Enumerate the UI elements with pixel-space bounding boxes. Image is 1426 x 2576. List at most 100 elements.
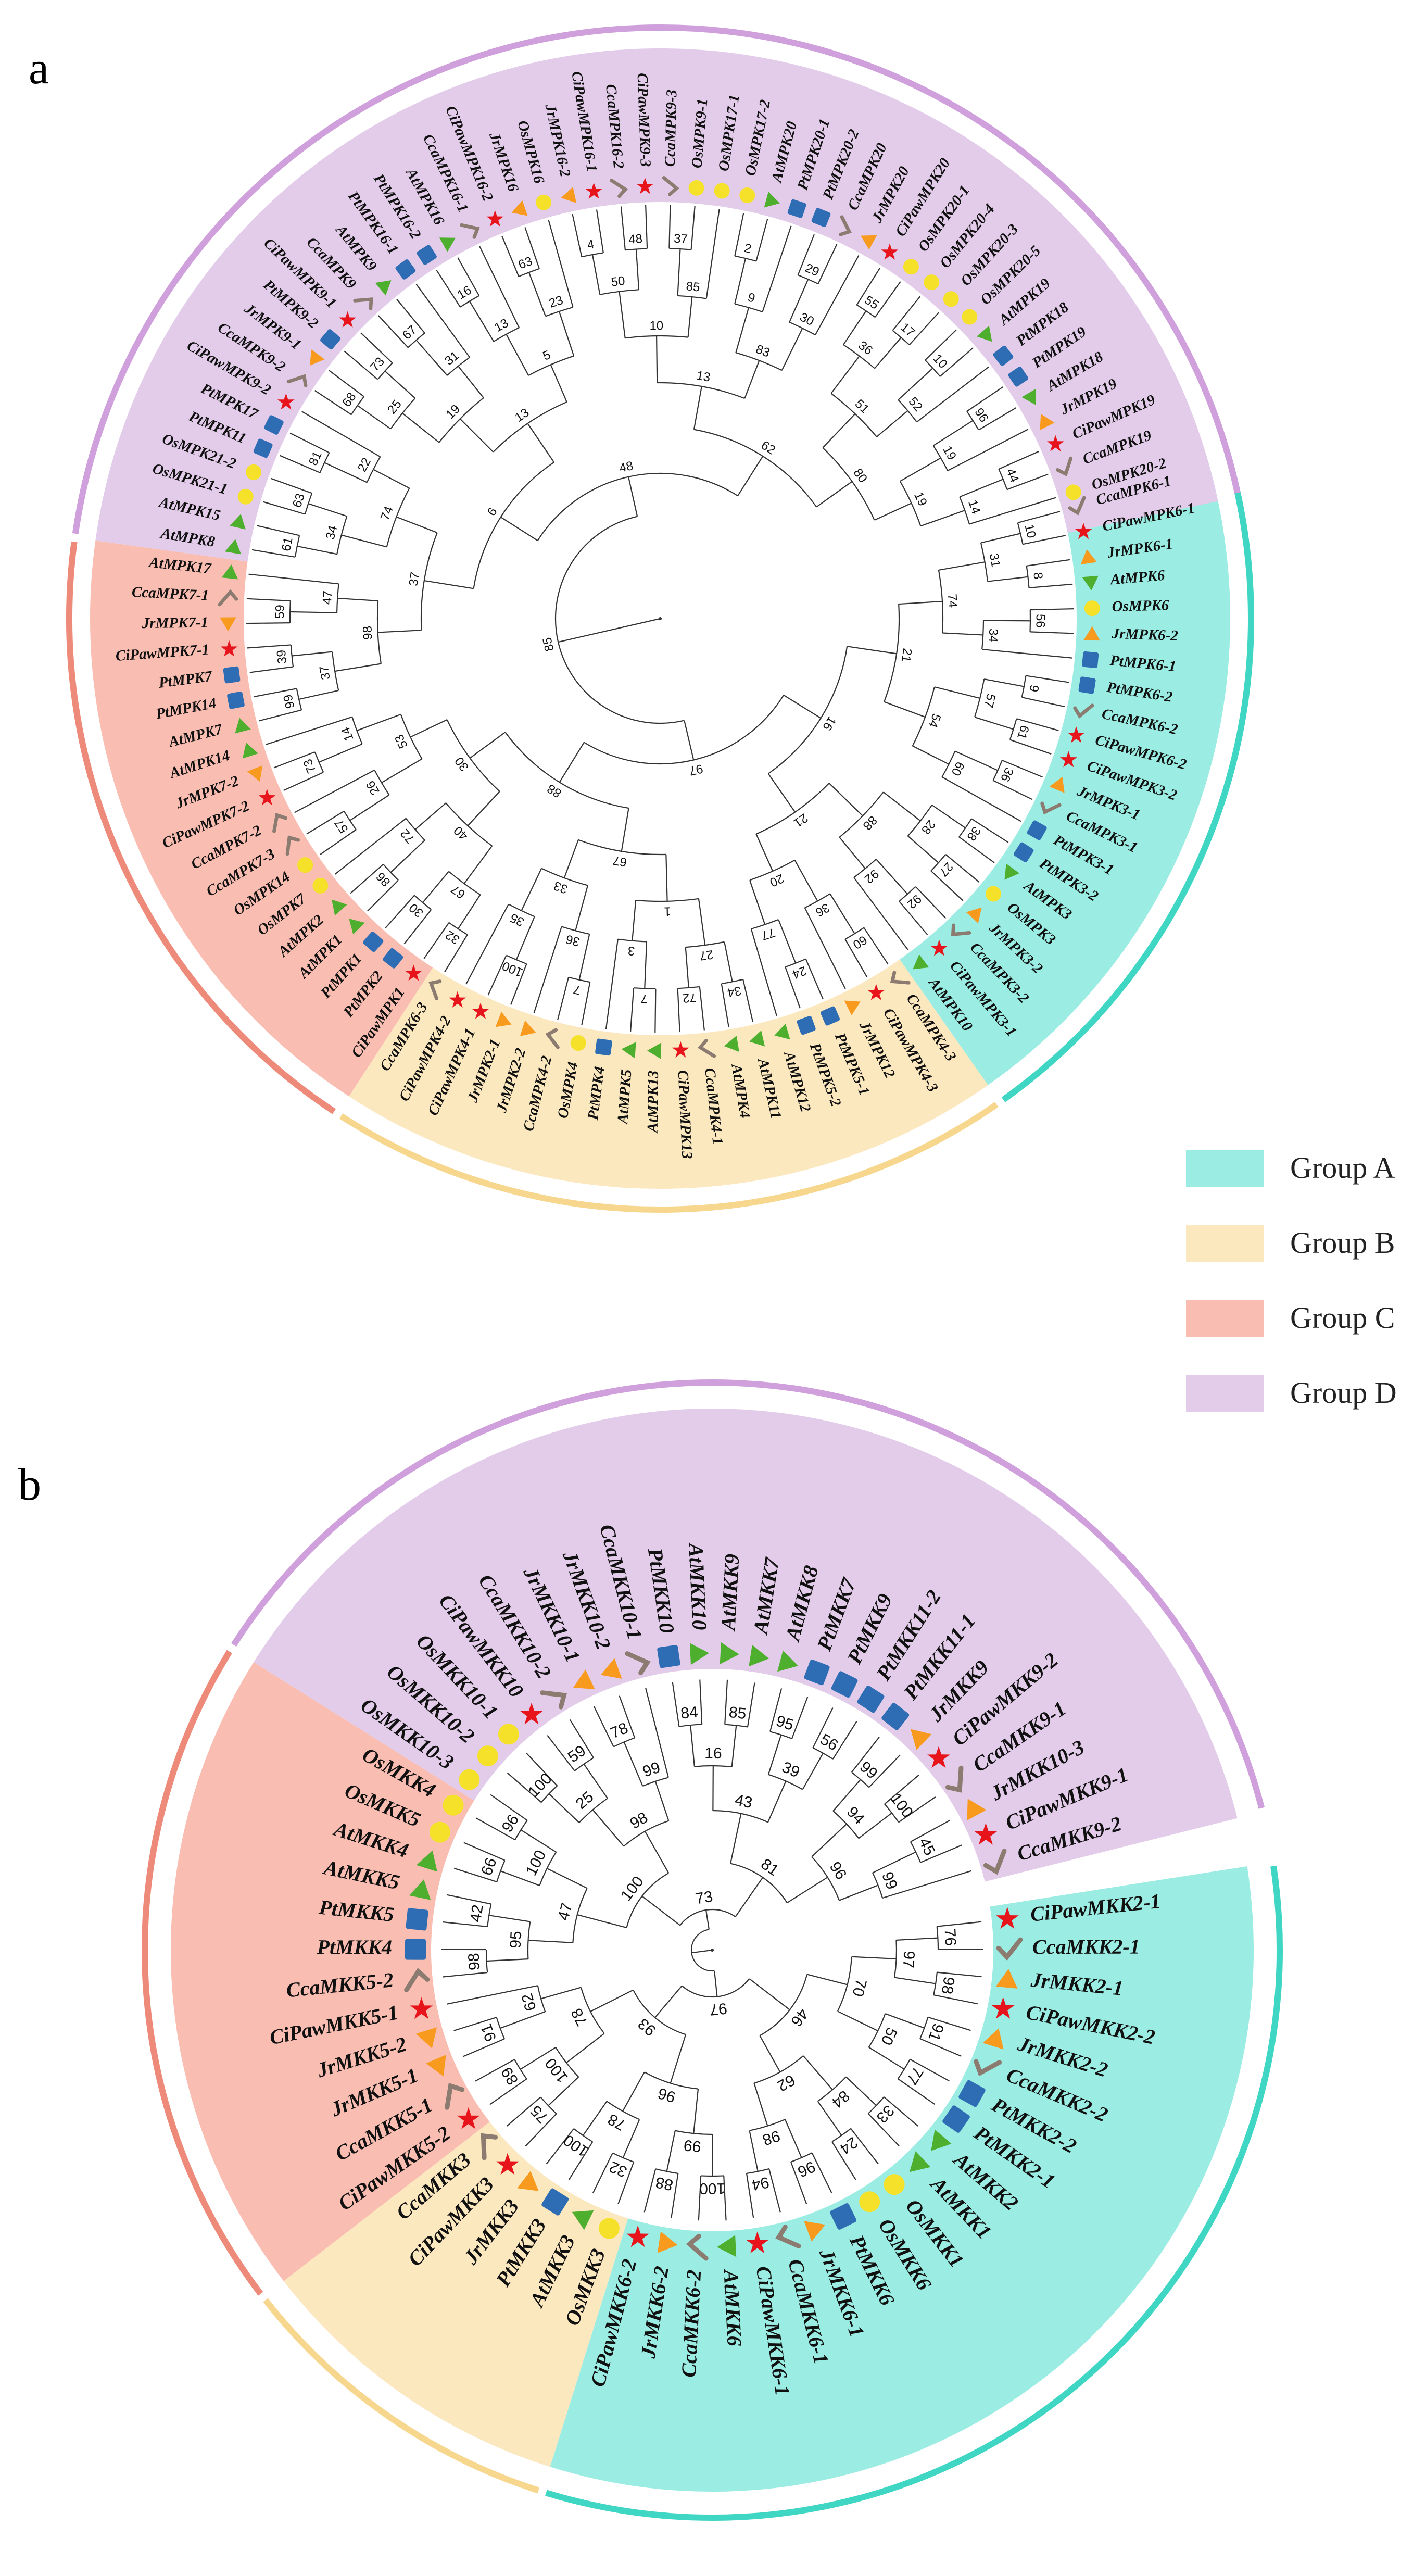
tree-branch [767,1735,782,1775]
bootstrap-value: 97 [688,761,704,778]
bootstrap-value: 7 [640,991,648,1006]
bootstrap-value: 34 [323,524,340,541]
square-icon [395,259,416,280]
legend-item-group-c: Group C [1186,1300,1395,1337]
leaf-label: CcaMPK7-1 [131,584,209,604]
tree-branch-arc [518,268,540,277]
tree-branch [930,870,964,901]
leaf-label: JrMPK7-1 [142,614,209,632]
legend-swatch-group-d [1186,1375,1264,1412]
tree-branch [734,213,744,256]
square-icon [993,345,1014,366]
tree-branch [396,298,425,334]
tree-branch [974,717,1014,730]
leaf-label: AtMKK9 [716,1553,743,1632]
group-sector-a [900,455,1231,1085]
triangle-green-icon [349,919,365,935]
tree-branch [410,719,448,738]
tree-branch [665,854,668,901]
tree-branch [283,772,324,791]
bootstrap-value: 97 [709,2000,728,2018]
bootstrap-value: 31 [987,552,1003,569]
bootstrap-value: 98 [627,1809,651,1832]
tree-branch [830,356,860,394]
check-icon [610,179,628,198]
bootstrap-value: 88 [654,2173,674,2194]
tree-branch [998,450,1039,470]
tree-branch [670,2034,687,2084]
tree-branch [550,364,567,403]
tree-branch [617,2162,635,2204]
tree-branch [520,2046,556,2070]
tree-branch [938,561,985,571]
tree-branch [735,1877,763,1917]
bootstrap-value: 10 [1021,523,1038,539]
circle-icon [237,488,254,505]
triangle-orange-icon [657,2231,678,2253]
bootstrap-value: 48 [628,232,643,247]
bootstrap-value: 70 [849,1977,869,1999]
triangle-orange-icon [220,617,236,632]
bootstrap-value: 47 [555,1901,576,1922]
tree-branch [320,829,357,856]
triangle-orange-icon [495,1012,512,1027]
bootstrap-value: 85 [686,279,701,295]
square-icon [958,2080,986,2107]
tree-branch [479,246,520,328]
tree-branch [341,534,387,548]
tree-branch-arc [383,864,399,881]
tree-branch [628,476,638,517]
square-icon [383,948,403,969]
panel-a-tree: 1083156347496157366054213827289292886036… [66,24,1254,1213]
tree-branch [863,927,889,965]
tree-branch [898,2078,936,2105]
circle-icon [985,886,1001,902]
group-ring-d [72,24,1241,534]
tree-branch [467,791,500,826]
tree-branch [349,794,390,821]
panel-a-branches [246,205,1074,1033]
bootstrap-value: 78 [608,1719,631,1742]
tree-branch [966,386,1004,412]
star-icon [1059,751,1077,768]
triangle-green-icon [720,1642,739,1664]
tree-branch [270,477,312,494]
square-icon [1008,367,1028,387]
tree-branch [784,2119,802,2158]
panel-a-species-markers [218,176,1100,1059]
bootstrap-value: 39 [779,1758,802,1781]
bootstrap-value: 100 [617,1873,647,1904]
tree-branch [742,979,754,1023]
tree-branch [884,2096,918,2127]
triangle-orange-icon [309,349,325,366]
check-icon [218,589,238,607]
star-icon [496,2153,519,2175]
tree-branch-arc [837,1956,852,2012]
triangle-green-icon [774,1023,790,1040]
check-icon [460,223,480,239]
bootstrap-value: 36 [564,932,582,949]
tree-branch [851,1956,897,1959]
bootstrap-value: 5 [541,348,553,363]
star-icon [746,2231,769,2253]
tree-branch [908,312,940,345]
star-icon [927,1746,950,1768]
triangle-green-icon [724,1036,739,1052]
group-ring-c [142,1650,263,2296]
tree-branch [851,1737,880,1773]
tree-branch [978,407,1017,431]
square-icon [857,1686,885,1713]
tree-branch [279,455,320,473]
tree-branch [954,750,998,771]
tree-branch [334,663,382,672]
tree-branch [489,2078,527,2105]
circle-icon [688,180,704,196]
tree-branch-arc [617,938,647,943]
star-icon [1046,435,1064,451]
circle-icon [1084,600,1100,617]
triangle-green-icon [931,2129,952,2151]
triangle-green-icon [1004,863,1020,880]
tree-branch [785,966,801,1009]
tree-branch [815,255,860,335]
tree-branch [581,982,591,1025]
